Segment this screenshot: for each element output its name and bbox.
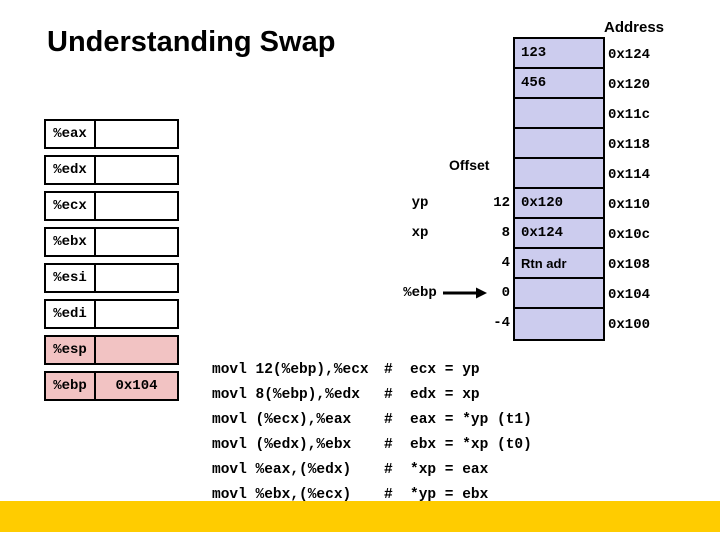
offset-column-header: Offset (449, 157, 490, 173)
register-value (96, 337, 177, 363)
memory-address-label: 0x108 (608, 257, 651, 273)
code-line: movl (%edx),%ebx # ebx = *xp (t0) (212, 432, 532, 457)
code-instruction: movl %ebx,(%ecx) (212, 486, 352, 503)
memory-address-label: 0x118 (608, 137, 651, 153)
register-row-edi: %edi (44, 299, 179, 329)
footer-accent-band (0, 501, 720, 532)
memory-cell: 0x120 (515, 189, 603, 219)
assembly-code-block: movl 12(%ebp),%ecx # ecx = yp movl 8(%ebp),… (212, 357, 532, 507)
code-line: movl 12(%ebp),%ecx # ecx = yp (212, 357, 532, 382)
code-comment-marker: # (384, 436, 393, 453)
register-row-ecx: %ecx (44, 191, 179, 221)
pointer-label-yp: yp (411, 195, 429, 211)
code-comment: ebx = *xp (t0) (410, 436, 532, 453)
register-value (96, 121, 177, 147)
register-name: %edx (46, 157, 96, 183)
memory-cell: 123 (515, 39, 603, 69)
offset-value: 4 (501, 255, 510, 271)
register-row-ebx: %ebx (44, 227, 179, 257)
code-instruction: movl (%edx),%ebx (212, 436, 352, 453)
memory-cell (515, 279, 603, 309)
register-name: %ebp (46, 373, 96, 399)
code-comment: edx = xp (410, 386, 480, 403)
code-comment-marker: # (384, 461, 393, 478)
register-value (96, 157, 177, 183)
code-comment: ecx = yp (410, 361, 480, 378)
address-column-header: Address (604, 19, 665, 36)
register-row-edx: %edx (44, 155, 179, 185)
register-row-eax: %eax (44, 119, 179, 149)
offset-value: 12 (493, 195, 510, 211)
memory-cell: 456 (515, 69, 603, 99)
code-comment: *yp = ebx (410, 486, 489, 503)
memory-cell (515, 129, 603, 159)
memory-address-label: 0x120 (608, 77, 651, 93)
code-line: movl 8(%ebp),%edx # edx = xp (212, 382, 532, 407)
code-line: movl (%ecx),%eax # eax = *yp (t1) (212, 407, 532, 432)
code-comment: eax = *yp (t1) (410, 411, 532, 428)
offset-value: -4 (493, 315, 510, 331)
code-instruction: movl (%ecx),%eax (212, 411, 352, 428)
memory-cell: 0x124 (515, 219, 603, 249)
register-name: %esi (46, 265, 96, 291)
memory-address-label: 0x124 (608, 47, 651, 63)
memory-cell: Rtn adr (515, 249, 603, 279)
memory-address-label: 0x10c (608, 227, 651, 243)
memory-address-label: 0x114 (608, 167, 651, 183)
code-instruction: movl 8(%ebp),%edx (212, 386, 360, 403)
register-value (96, 193, 177, 219)
memory-cell (515, 309, 603, 339)
code-comment-marker: # (384, 486, 393, 503)
code-comment: *xp = eax (410, 461, 489, 478)
page-title: Understanding Swap (47, 26, 336, 58)
register-value (96, 301, 177, 327)
code-instruction: movl %eax,(%edx) (212, 461, 352, 478)
register-row-esp: %esp (44, 335, 179, 365)
offset-value: 8 (501, 225, 510, 241)
memory-address-label: 0x104 (608, 287, 651, 303)
pointer-label-ebp: %ebp (403, 285, 437, 301)
memory-address-label: 0x110 (608, 197, 651, 213)
register-name: %eax (46, 121, 96, 147)
code-comment-marker: # (384, 411, 393, 428)
register-name: %esp (46, 337, 96, 363)
register-value (96, 265, 177, 291)
memory-cell (515, 99, 603, 129)
register-row-esi: %esi (44, 263, 179, 293)
register-name: %ecx (46, 193, 96, 219)
register-value (96, 229, 177, 255)
memory-address-label: 0x100 (608, 317, 651, 333)
code-instruction: movl 12(%ebp),%ecx (212, 361, 369, 378)
register-name: %edi (46, 301, 96, 327)
register-value: 0x104 (96, 373, 177, 399)
offset-value: 0 (501, 285, 510, 301)
ebp-pointer-arrow (443, 287, 487, 299)
memory-cell (515, 159, 603, 189)
code-comment-marker: # (384, 386, 393, 403)
code-line: movl %eax,(%edx) # *xp = eax (212, 457, 532, 482)
register-name: %ebx (46, 229, 96, 255)
memory-address-label: 0x11c (608, 107, 651, 123)
code-line: movl %ebx,(%ecx) # *yp = ebx (212, 482, 532, 507)
pointer-label-xp: xp (411, 225, 429, 241)
code-comment-marker: # (384, 361, 393, 378)
